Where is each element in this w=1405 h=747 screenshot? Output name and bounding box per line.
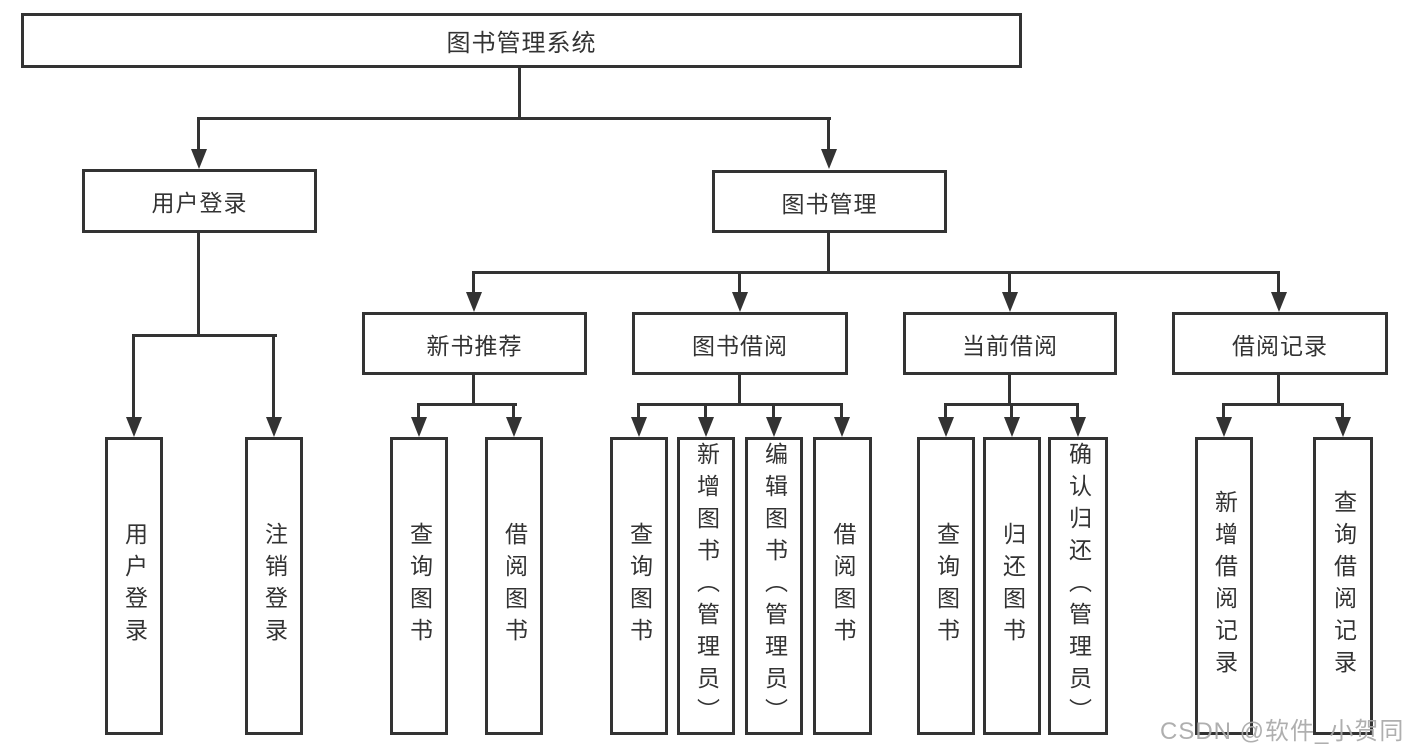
connector-line (738, 375, 741, 406)
node-book-borrowing-label: 图书借阅 (692, 332, 788, 359)
arrow-down-icon (698, 417, 714, 437)
arrow-down-icon (1004, 417, 1020, 437)
connector-line (417, 403, 517, 406)
connector-line (472, 375, 475, 406)
arrow-down-icon (191, 149, 207, 169)
leaf-query-books-recommend: 查询图书 (390, 437, 448, 735)
connector-line (827, 233, 830, 274)
leaf-query-books-borrow-label: 查询图书 (626, 522, 653, 650)
arrow-down-icon (1216, 417, 1232, 437)
connector-line (704, 403, 707, 419)
node-root: 图书管理系统 (21, 13, 1022, 68)
leaf-logout: 注销登录 (245, 437, 303, 735)
arrow-down-icon (266, 417, 282, 437)
connector-line (1010, 403, 1013, 419)
arrow-down-icon (1271, 292, 1287, 312)
connector-line (472, 271, 475, 294)
node-borrowing-records-label: 借阅记录 (1232, 332, 1328, 359)
connector-line (738, 271, 741, 294)
connector-line (272, 334, 275, 419)
leaf-add-book-admin: 新增图书（管理员） (677, 437, 735, 735)
connector-line (1222, 403, 1344, 406)
leaf-logout-label: 注销登录 (261, 522, 288, 650)
node-user-login-label: 用户登录 (151, 190, 248, 216)
connector-line (197, 233, 200, 337)
leaf-user-login-label: 用户登录 (121, 522, 148, 650)
arrow-down-icon (631, 417, 647, 437)
connector-line (198, 117, 831, 120)
leaf-query-borrow-record-label: 查询借阅记录 (1330, 490, 1357, 682)
arrow-down-icon (1335, 417, 1351, 437)
node-borrowing-records: 借阅记录 (1172, 312, 1388, 375)
connector-line (1277, 271, 1280, 294)
connector-line (827, 117, 830, 151)
connector-line (132, 334, 135, 419)
connector-line (1277, 375, 1280, 406)
leaf-query-borrow-record: 查询借阅记录 (1313, 437, 1373, 735)
node-book-management-label: 图书管理 (781, 190, 878, 217)
leaf-query-books-recommend-label: 查询图书 (406, 522, 433, 650)
leaf-borrow-books-recommend: 借阅图书 (485, 437, 543, 735)
arrow-down-icon (411, 417, 427, 437)
connector-line (197, 117, 200, 151)
connector-line (840, 403, 843, 419)
leaf-query-books-current: 查询图书 (917, 437, 975, 735)
leaf-confirm-return-admin: 确认归还（管理员） (1048, 437, 1108, 735)
leaf-borrow-books: 借阅图书 (813, 437, 872, 735)
arrow-down-icon (821, 149, 837, 169)
leaf-borrow-books-recommend-label: 借阅图书 (501, 522, 528, 650)
connector-line (132, 334, 277, 337)
connector-line (417, 403, 420, 419)
leaf-user-login: 用户登录 (105, 437, 163, 735)
arrow-down-icon (766, 417, 782, 437)
node-root-label: 图书管理系统 (446, 30, 597, 57)
connector-line (1008, 271, 1011, 294)
arrow-down-icon (506, 417, 522, 437)
connector-line (944, 403, 947, 419)
connector-line (472, 271, 1280, 274)
arrow-down-icon (1070, 417, 1086, 437)
leaf-edit-book-admin-label: 编辑图书（管理员） (761, 442, 788, 730)
connector-line (1076, 403, 1079, 419)
connector-line (637, 403, 640, 419)
leaf-query-books-borrow: 查询图书 (610, 437, 668, 735)
arrow-down-icon (938, 417, 954, 437)
arrow-down-icon (732, 292, 748, 312)
node-user-login: 用户登录 (82, 169, 317, 233)
arrow-down-icon (834, 417, 850, 437)
leaf-return-book-label: 归还图书 (999, 522, 1026, 650)
connector-line (1222, 403, 1225, 419)
connector-line (1341, 403, 1344, 419)
leaf-add-borrow-record-label: 新增借阅记录 (1211, 490, 1238, 682)
arrow-down-icon (466, 292, 482, 312)
node-new-book-recommend-label: 新书推荐 (426, 332, 523, 359)
leaf-query-books-current-label: 查询图书 (933, 522, 960, 650)
leaf-confirm-return-admin-label: 确认归还（管理员） (1065, 442, 1092, 730)
leaf-return-book: 归还图书 (983, 437, 1041, 735)
node-new-book-recommend: 新书推荐 (362, 312, 587, 375)
arrow-down-icon (1002, 292, 1018, 312)
arrow-down-icon (126, 417, 142, 437)
leaf-add-book-admin-label: 新增图书（管理员） (693, 442, 720, 730)
node-book-borrowing: 图书借阅 (632, 312, 848, 375)
connector-line (772, 403, 775, 419)
connector-line (512, 403, 515, 419)
csdn-watermark: CSDN @软件_小贺同学 (1160, 718, 1405, 745)
node-book-management: 图书管理 (712, 170, 947, 233)
leaf-borrow-books-label: 借阅图书 (830, 522, 856, 650)
connector-line (518, 68, 521, 119)
connector-line (637, 403, 843, 406)
connector-line (1008, 375, 1011, 406)
leaf-edit-book-admin: 编辑图书（管理员） (745, 437, 803, 735)
node-current-borrowing-label: 当前借阅 (962, 332, 1058, 359)
leaf-add-borrow-record: 新增借阅记录 (1195, 437, 1253, 735)
node-current-borrowing: 当前借阅 (903, 312, 1117, 375)
